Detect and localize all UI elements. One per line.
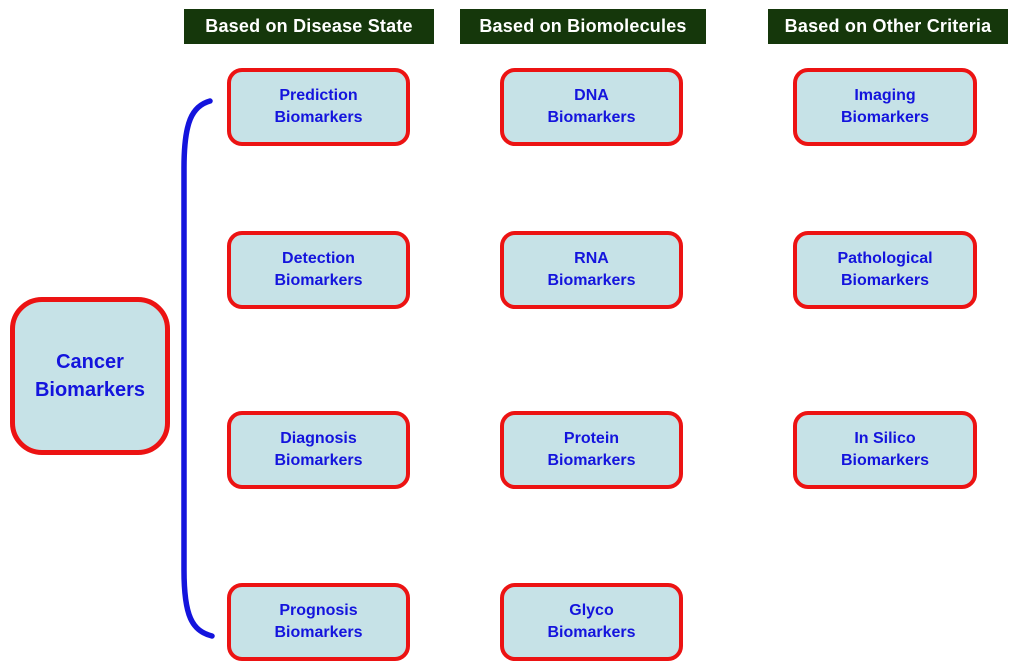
node-pathological-biomarkers: Pathological Biomarkers <box>793 231 977 309</box>
brace-connector-path <box>181 98 215 639</box>
node-in-silico-biomarkers: In Silico Biomarkers <box>793 411 977 489</box>
column-header-other-criteria: Based on Other Criteria <box>768 9 1008 44</box>
column-header-biomolecules: Based on Biomolecules <box>460 9 706 44</box>
node-prognosis-biomarkers: Prognosis Biomarkers <box>227 583 410 661</box>
node-prediction-biomarkers: Prediction Biomarkers <box>227 68 410 146</box>
node-cancer-biomarkers: Cancer Biomarkers <box>10 297 170 455</box>
node-rna-biomarkers: RNA Biomarkers <box>500 231 683 309</box>
node-dna-biomarkers: DNA Biomarkers <box>500 68 683 146</box>
node-glyco-biomarkers: Glyco Biomarkers <box>500 583 683 661</box>
node-diagnosis-biomarkers: Diagnosis Biomarkers <box>227 411 410 489</box>
column-header-disease-state: Based on Disease State <box>184 9 434 44</box>
node-imaging-biomarkers: Imaging Biomarkers <box>793 68 977 146</box>
node-detection-biomarkers: Detection Biomarkers <box>227 231 410 309</box>
node-protein-biomarkers: Protein Biomarkers <box>500 411 683 489</box>
